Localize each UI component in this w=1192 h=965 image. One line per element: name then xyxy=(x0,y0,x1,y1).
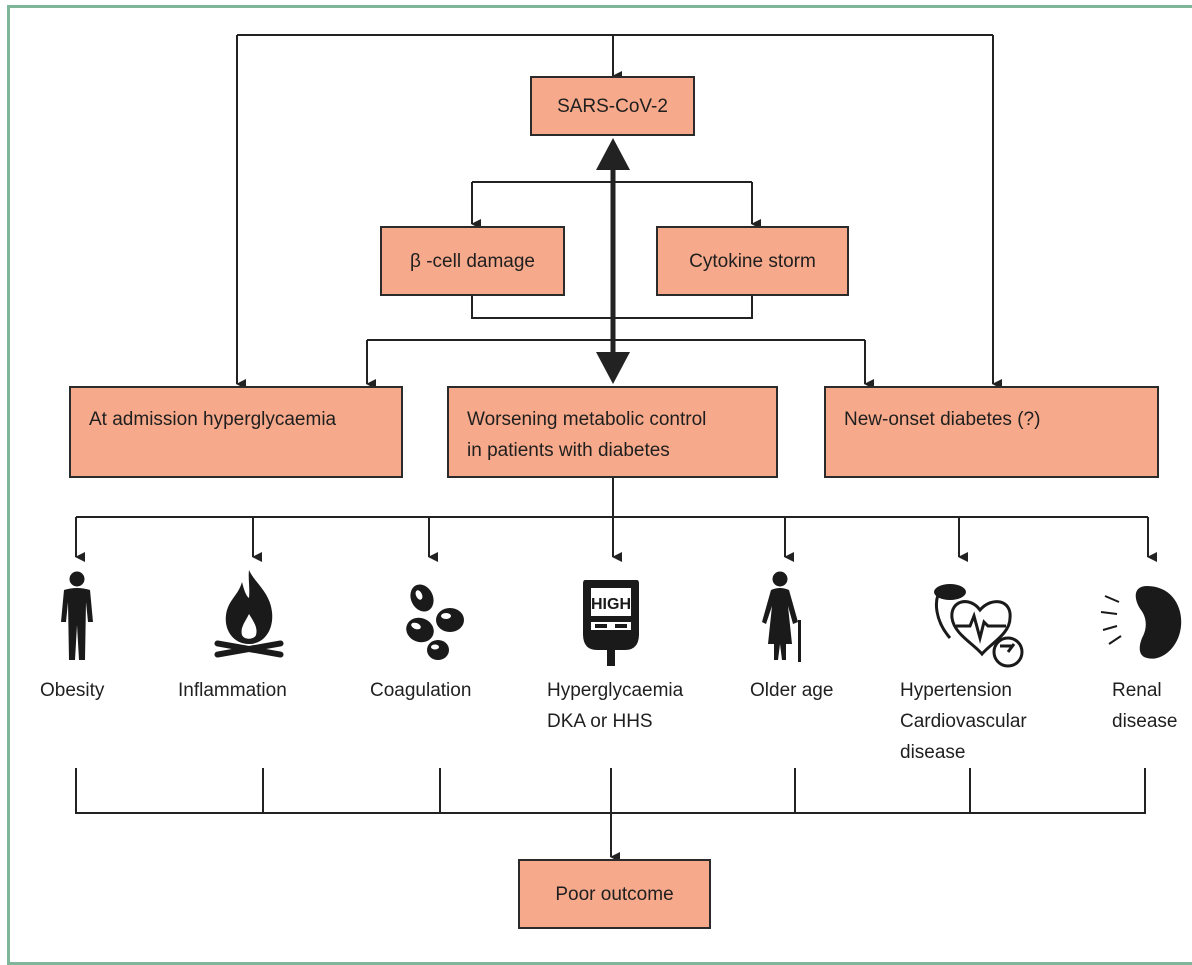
glucometer-icon: HIGH xyxy=(583,580,639,666)
admission-hyperglycaemia-label: At admission hyperglycaemia xyxy=(89,409,337,430)
risk-factor-older-age: Older age xyxy=(750,675,833,706)
risk-factor-label: DKA or HHS xyxy=(547,711,653,732)
risk-factor-inflammation: Inflammation xyxy=(178,675,287,706)
poor-outcome-box: Poor outcome xyxy=(518,859,711,929)
kidney-icon xyxy=(1100,586,1182,659)
person-icon xyxy=(61,571,93,660)
risk-factor-label: Hypertension xyxy=(900,680,1012,701)
risk-factor-hypertension: Hypertension Cardiovascular disease xyxy=(900,675,1027,768)
elderly-person-icon xyxy=(762,571,801,662)
blood-cells-icon xyxy=(406,584,464,660)
worsening-metabolic-control-box: Worsening metabolic control in patients … xyxy=(447,386,778,478)
risk-factor-renal-disease: Renal disease xyxy=(1112,675,1178,737)
risk-factor-label: Cardiovascular xyxy=(900,711,1027,732)
glucometer-display-text: HIGH xyxy=(591,596,631,613)
worsening-metabolic-control-line1: Worsening metabolic control xyxy=(467,409,707,430)
risk-factor-label: Inflammation xyxy=(178,680,287,701)
sars-cov-2-label: SARS-CoV-2 xyxy=(557,95,668,117)
poor-outcome-label: Poor outcome xyxy=(555,883,674,905)
risk-factor-obesity: Obesity xyxy=(40,675,104,706)
risk-factor-label: Hyperglycaemia xyxy=(547,680,684,701)
beta-cell-damage-box: β -cell damage xyxy=(380,226,565,296)
risk-factor-label: disease xyxy=(900,742,966,763)
worsening-metabolic-control-line2: in patients with diabetes xyxy=(467,440,670,461)
sars-cov-2-box: SARS-CoV-2 xyxy=(530,76,695,136)
new-onset-diabetes-box: New-onset diabetes (?) xyxy=(824,386,1159,478)
risk-factor-label: Coagulation xyxy=(370,680,472,701)
fire-icon xyxy=(214,570,284,658)
risk-factor-label: Older age xyxy=(750,680,834,701)
cytokine-storm-box: Cytokine storm xyxy=(656,226,849,296)
risk-factor-label: disease xyxy=(1112,711,1178,732)
risk-factor-coagulation: Coagulation xyxy=(370,675,471,706)
risk-factor-hyperglycaemia: Hyperglycaemia DKA or HHS xyxy=(547,675,683,737)
risk-factor-label: Obesity xyxy=(40,680,105,701)
beta-cell-damage-label: β -cell damage xyxy=(410,250,535,272)
admission-hyperglycaemia-box: At admission hyperglycaemia xyxy=(69,386,403,478)
blood-pressure-heart-icon xyxy=(934,584,1024,668)
cytokine-storm-label: Cytokine storm xyxy=(689,250,816,272)
risk-factor-label: Renal xyxy=(1112,680,1162,701)
new-onset-diabetes-label: New-onset diabetes (?) xyxy=(844,409,1041,430)
